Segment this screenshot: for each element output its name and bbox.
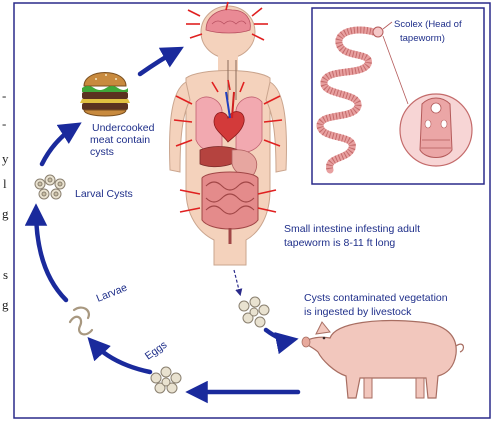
- eggs-label: Eggs: [143, 339, 169, 363]
- larval-cysts-label: Larval Cysts: [75, 188, 133, 200]
- scolex-small-circle: [373, 27, 383, 37]
- side-char: y: [2, 151, 9, 166]
- side-char: g: [2, 297, 9, 312]
- larval-cysts-icon: [35, 175, 65, 199]
- arrow-eggs-to-larvae: [92, 342, 150, 372]
- small-intestine-label-line2: tapeworm is 8-11 ft long: [284, 237, 395, 249]
- side-char: -: [2, 88, 6, 103]
- hamburger-label-line3: cysts: [90, 146, 114, 158]
- larvae-icon: [70, 308, 92, 335]
- eggs-icon: [151, 367, 181, 393]
- side-char: g: [2, 206, 9, 221]
- human-body-figure: [170, 6, 287, 265]
- larvae-label: Larvae: [95, 282, 129, 305]
- hamburger-label-line2: meat contain: [90, 134, 150, 146]
- side-text-column: - - y l g s g: [2, 88, 9, 312]
- arrow-human-to-vegetation: [234, 270, 240, 294]
- vegetation-label-line1: Cysts contaminated vegetation: [304, 292, 448, 304]
- pig-icon: [302, 321, 463, 398]
- hamburger-icon: [80, 73, 130, 117]
- side-char: l: [3, 176, 7, 191]
- scolex-inset: Scolex (Head of tapeworm): [312, 8, 484, 184]
- arrow-meat-to-human: [140, 50, 178, 74]
- vegetation-cysts-icon: [239, 297, 269, 327]
- side-char: -: [2, 116, 6, 131]
- vegetation-label-line2: is ingested by livestock: [304, 306, 412, 318]
- scolex-label-line1: Scolex (Head of: [394, 19, 462, 30]
- hamburger-label-line1: Undercooked: [92, 122, 155, 134]
- arrow-vegetation-to-pig: [266, 330, 292, 340]
- arrow-larvae-to-cysts: [36, 210, 66, 300]
- scolex-label-line2: tapeworm): [400, 33, 445, 44]
- arrow-cysts-to-meat: [42, 126, 76, 164]
- side-char: s: [3, 267, 8, 282]
- small-intestine-label-line1: Small intestine infesting adult: [284, 223, 420, 235]
